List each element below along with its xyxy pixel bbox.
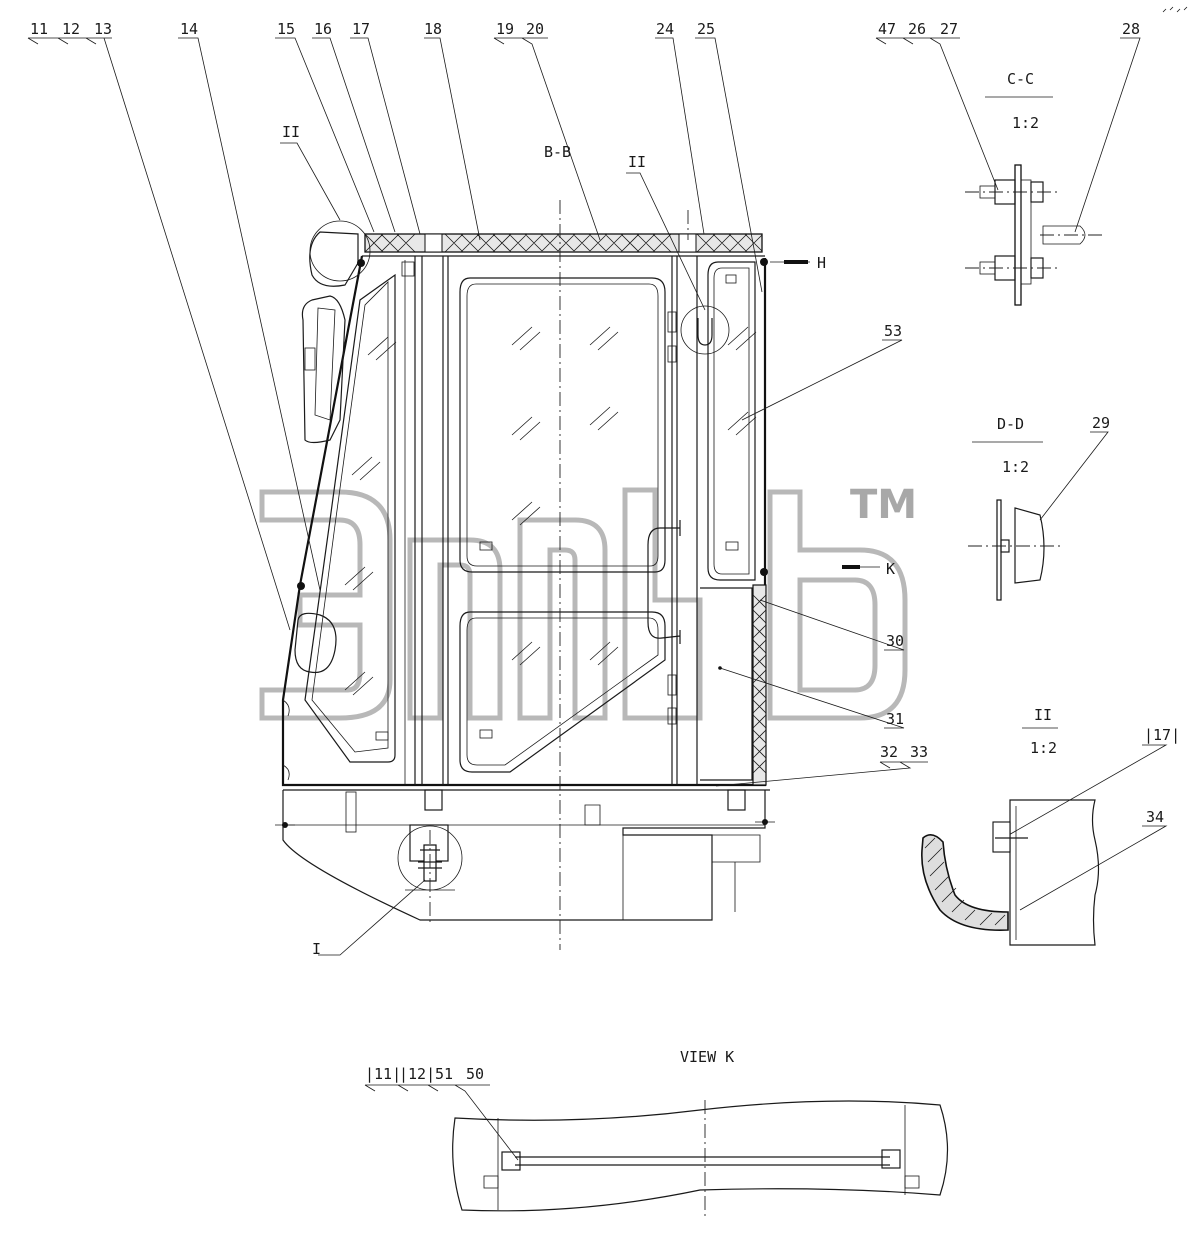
callout-50: 50 bbox=[466, 1065, 484, 1083]
watermark-trademark: TM bbox=[850, 482, 917, 528]
callout-15: 15 bbox=[277, 20, 295, 38]
section-cc-label: C-C bbox=[1007, 70, 1034, 88]
section-cc-scale: 1:2 bbox=[1012, 114, 1039, 132]
corner-marks bbox=[1162, 6, 1188, 13]
detail-ii-label: II bbox=[1034, 706, 1052, 724]
callout-18: 18 bbox=[424, 20, 442, 38]
callout-51: 51 bbox=[435, 1065, 453, 1083]
roof-insulation-band bbox=[364, 233, 763, 253]
view-k-label: VIEW K bbox=[680, 1048, 734, 1066]
section-dd-scale: 1:2 bbox=[1002, 458, 1029, 476]
detail-ii-scale: 1:2 bbox=[1030, 739, 1057, 757]
section-cc bbox=[875, 37, 1141, 306]
watermark-logo: TM bbox=[259, 482, 917, 721]
marker-i: I bbox=[312, 940, 321, 958]
callout-53: 53 bbox=[884, 322, 902, 340]
callout-28: 28 bbox=[1122, 20, 1140, 38]
callout-25: 25 bbox=[697, 20, 715, 38]
callout-34: 34 bbox=[1146, 808, 1164, 826]
callout-29: 29 bbox=[1092, 414, 1110, 432]
leader-lines bbox=[27, 37, 928, 956]
cab-section-view bbox=[275, 200, 775, 950]
section-bb-label: B-B bbox=[544, 143, 571, 161]
callout-26: 26 bbox=[908, 20, 926, 38]
callout-17: 17 bbox=[352, 20, 370, 38]
callout-12: 12 bbox=[62, 20, 80, 38]
marker-ii-mid: II bbox=[628, 153, 646, 171]
callout-33: 33 bbox=[910, 743, 928, 761]
view-k bbox=[364, 1084, 949, 1220]
callout-13: 13 bbox=[94, 20, 112, 38]
detail-ii bbox=[921, 727, 1168, 946]
marker-ii-left: II bbox=[282, 123, 300, 141]
side-insulation-panel bbox=[752, 584, 767, 786]
callout-47: 47 bbox=[878, 20, 896, 38]
callout-11-ref: |11| bbox=[365, 1065, 401, 1083]
callout-11: 11 bbox=[30, 20, 48, 38]
callout-labels: 11 12 13 14 15 16 17 18 19 20 24 25 47 2… bbox=[30, 20, 1180, 1083]
section-dd-label: D-D bbox=[997, 415, 1024, 433]
marker-k: K bbox=[886, 560, 895, 578]
callout-19: 19 bbox=[496, 20, 514, 38]
callout-30: 30 bbox=[886, 632, 904, 650]
callout-14: 14 bbox=[180, 20, 198, 38]
callout-27: 27 bbox=[940, 20, 958, 38]
section-dd bbox=[968, 431, 1109, 601]
marker-h: H bbox=[817, 254, 826, 272]
callout-31: 31 bbox=[886, 710, 904, 728]
callout-17-ref: |17| bbox=[1144, 726, 1180, 744]
callout-20: 20 bbox=[526, 20, 544, 38]
callout-16: 16 bbox=[314, 20, 332, 38]
marker-labels: II II I H K bbox=[282, 123, 895, 958]
section-labels: B-B C-C 1:2 D-D 1:2 II 1:2 VIEW K bbox=[544, 70, 1057, 1066]
callout-12-ref: |12| bbox=[399, 1065, 435, 1083]
callout-24: 24 bbox=[656, 20, 674, 38]
callout-32: 32 bbox=[880, 743, 898, 761]
